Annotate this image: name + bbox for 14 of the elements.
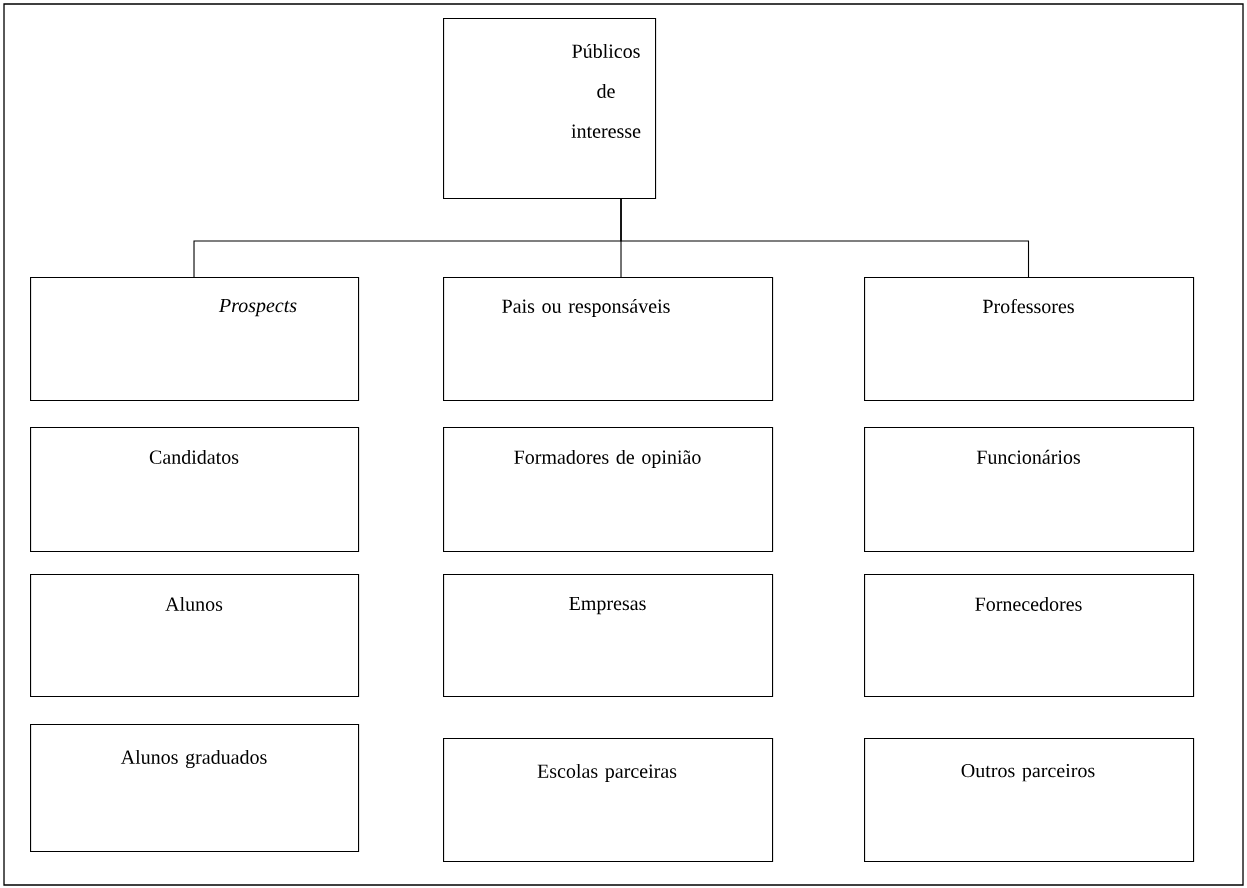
text-box: Públicos de interesse xyxy=(443,18,657,200)
connector-line xyxy=(620,198,1030,278)
text-box: Prospects xyxy=(30,277,360,402)
text-box: Candidatos xyxy=(30,427,360,553)
text-box: Funcionários xyxy=(864,427,1195,553)
text-box: Alunos xyxy=(30,574,360,698)
text-box: Alunos graduados xyxy=(30,724,360,853)
text-box: Fornecedores xyxy=(864,574,1195,698)
text-box: Professores xyxy=(864,277,1195,402)
text-box: Outros parceiros xyxy=(864,738,1195,863)
text-box: Escolas parceiras xyxy=(443,738,774,863)
text-box: Empresas xyxy=(443,574,774,698)
text-box: Pais ou responsáveis xyxy=(443,277,774,402)
text-box: Formadores de opinião xyxy=(443,427,774,553)
